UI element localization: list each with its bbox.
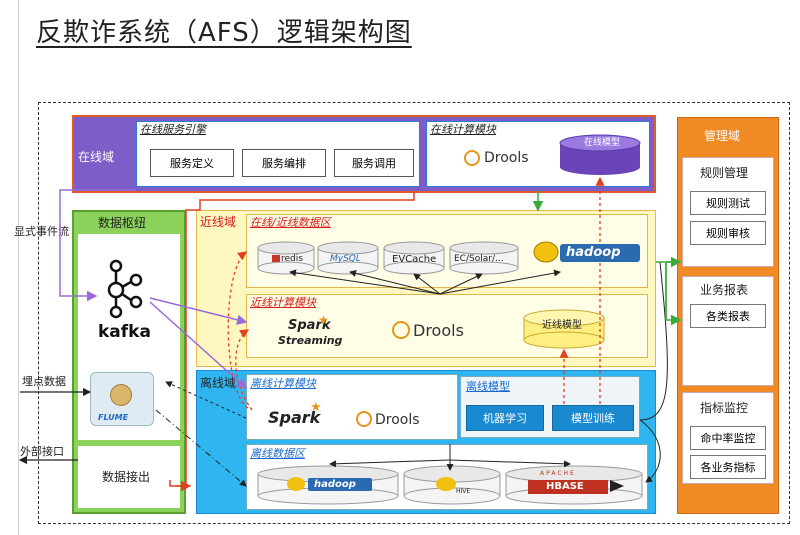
management-title: 管理域 bbox=[704, 129, 741, 143]
red-dashed-arrows bbox=[227, 176, 605, 411]
spark-streaming-logo: Spark bbox=[288, 318, 331, 333]
external-arrows bbox=[18, 387, 92, 465]
hive-cylinder bbox=[403, 465, 501, 505]
green-flow-arrows bbox=[532, 190, 682, 326]
online-model-cylinder bbox=[559, 134, 641, 175]
drools-icon bbox=[464, 150, 480, 166]
online-model-label: 在线模型 bbox=[584, 138, 621, 148]
offline-spark-star-icon: ★ bbox=[310, 400, 322, 415]
offline-to-hub-arrow bbox=[165, 381, 247, 419]
ec-solar-cylinder bbox=[449, 241, 519, 275]
reports-title: 业务报表 bbox=[700, 283, 749, 297]
purple-flow-arrows bbox=[59, 189, 248, 390]
kafka-label: kafka bbox=[98, 322, 151, 342]
online-drools-label: Drools bbox=[484, 150, 529, 166]
data-export-panel bbox=[78, 446, 180, 508]
metrics-title: 指标监控 bbox=[700, 401, 749, 415]
online-engine-title: 在线服务引擎 bbox=[140, 123, 206, 136]
store-ec-solar-label: EC/Solar/... bbox=[454, 254, 504, 264]
offline-spark-logo: Spark bbox=[268, 408, 321, 427]
external-interface-label: 外部接口 bbox=[20, 445, 64, 458]
left-margin-line bbox=[18, 0, 19, 535]
offline-compute-module bbox=[246, 374, 458, 440]
store-mysql-label: MySQL bbox=[330, 254, 361, 264]
flume-drum-icon bbox=[110, 384, 132, 406]
page-title: 反欺诈系统（AFS）逻辑架构图 bbox=[36, 18, 412, 48]
red-flow-arrows bbox=[169, 190, 415, 492]
near-spark-star-icon: ★ bbox=[318, 313, 329, 327]
explicit-event-stream-label: 显式事件流 bbox=[14, 225, 69, 238]
nearline-model-cylinder bbox=[523, 309, 605, 349]
nearline-store-arrows bbox=[289, 269, 561, 295]
nearline-hadoop-logo bbox=[533, 241, 640, 263]
apache-text: APACHE bbox=[540, 470, 576, 477]
offline-data-title: 离线数据区 bbox=[250, 447, 305, 460]
all-reports-button[interactable]: 各类报表 bbox=[690, 304, 766, 328]
offline-store-arrows bbox=[329, 261, 668, 483]
nearline-data-title: 在线/近线数据区 bbox=[250, 216, 331, 229]
nearline-hadoop-text: hadoop bbox=[566, 245, 621, 260]
hbase-logo bbox=[528, 480, 624, 494]
data-export-label: 数据接出 bbox=[102, 470, 151, 484]
nearline-domain-label: 近线域 bbox=[200, 215, 237, 229]
flume-label: FLUME bbox=[98, 413, 129, 422]
store-redis-label: redis bbox=[281, 254, 303, 264]
model-training-button[interactable]: 模型训练 bbox=[552, 405, 634, 431]
machine-learning-button[interactable]: 机器学习 bbox=[466, 405, 544, 431]
rule-test-button[interactable]: 规则测试 bbox=[690, 191, 766, 215]
near-drools-label: Drools bbox=[413, 321, 464, 340]
offline-model-title: 离线模型 bbox=[466, 380, 510, 393]
store-evcache-label: EVCache bbox=[392, 254, 437, 265]
flume-to-offline-arrow bbox=[155, 409, 247, 487]
evcache-cylinder bbox=[383, 241, 445, 275]
offline-compute-title: 离线计算模块 bbox=[250, 377, 316, 390]
business-metrics-button[interactable]: 各业务指标 bbox=[690, 455, 766, 479]
hive-text: HIVE bbox=[456, 488, 471, 495]
redis-cylinder bbox=[257, 241, 315, 275]
offline-hadoop-text: hadoop bbox=[314, 479, 356, 490]
offline-drools-label: Drools bbox=[375, 412, 420, 428]
mysql-cylinder bbox=[317, 241, 379, 275]
offline-domain-label: 离线域 bbox=[200, 376, 237, 390]
offline-hadoop-logo bbox=[287, 477, 372, 491]
hit-rate-monitor-button[interactable]: 命中率监控 bbox=[690, 426, 766, 450]
nearline-compute-title: 近线计算模块 bbox=[250, 296, 316, 309]
rule-review-button[interactable]: 规则审核 bbox=[690, 221, 766, 245]
offline-drools-icon bbox=[356, 411, 372, 427]
spark-streaming-subtitle: Streaming bbox=[278, 334, 343, 347]
online-domain-label: 在线域 bbox=[78, 150, 115, 164]
service-orchestrate-button[interactable]: 服务编排 bbox=[242, 149, 326, 177]
hbase-text: HBASE bbox=[546, 481, 584, 492]
kafka-icon bbox=[107, 259, 143, 319]
service-call-button[interactable]: 服务调用 bbox=[334, 149, 414, 177]
tracking-data-label: 埋点数据 bbox=[22, 375, 66, 388]
nearline-model-label: 近线模型 bbox=[542, 320, 582, 331]
near-drools-icon bbox=[392, 321, 410, 339]
data-hub-title: 数据枢纽 bbox=[98, 216, 147, 230]
reports-panel bbox=[682, 276, 774, 386]
rules-title: 规则管理 bbox=[700, 166, 749, 180]
outer-frame bbox=[38, 102, 790, 524]
service-define-button[interactable]: 服务定义 bbox=[150, 149, 234, 177]
online-compute-title: 在线计算模块 bbox=[430, 123, 496, 136]
